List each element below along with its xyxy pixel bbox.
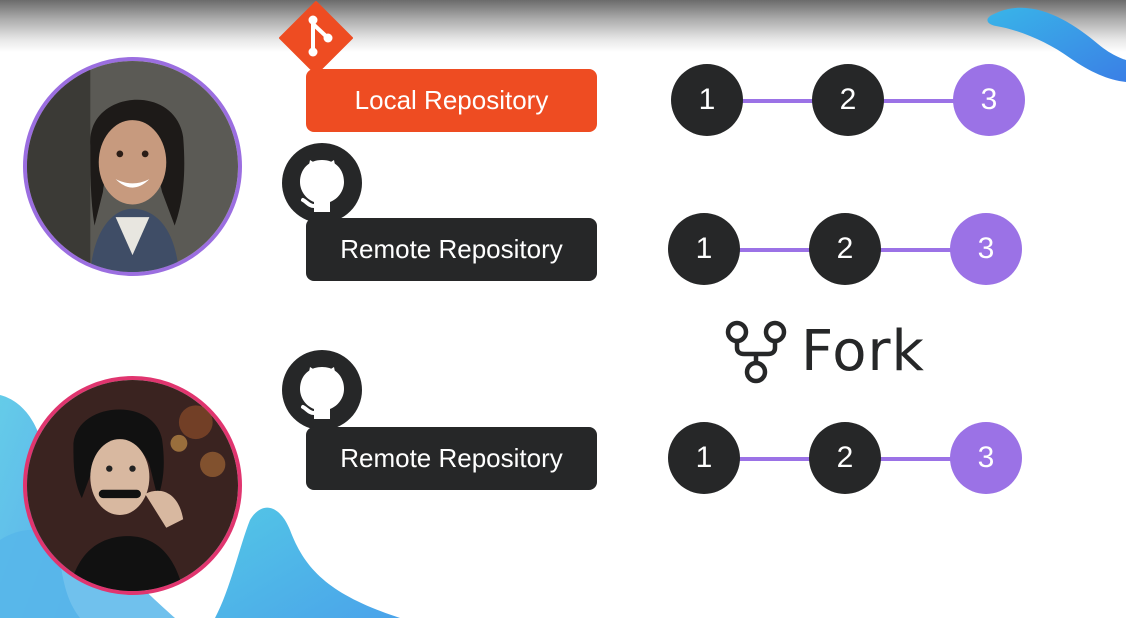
commit-node-latest: 3 xyxy=(950,213,1022,285)
top-gradient-bar xyxy=(0,0,1126,52)
avatar-woman-smiling xyxy=(27,61,238,272)
commit-node: 1 xyxy=(668,422,740,494)
github-octocat-icon xyxy=(282,350,362,430)
github-octocat-icon xyxy=(282,143,362,223)
fork-icon xyxy=(725,320,787,384)
avatar-woman-mustache xyxy=(27,380,238,591)
local-repository-label: Local Repository xyxy=(306,69,597,132)
commit-node: 1 xyxy=(668,213,740,285)
avatar-person-2 xyxy=(23,376,242,595)
commit-node: 2 xyxy=(812,64,884,136)
deco-blob-bottom-middle xyxy=(215,507,400,618)
fork-heading: Fork xyxy=(723,316,925,386)
commit-node: 1 xyxy=(671,64,743,136)
commit-node: 2 xyxy=(809,422,881,494)
commit-node: 2 xyxy=(809,213,881,285)
commit-row-fork: 1 2 3 xyxy=(668,422,1028,496)
fork-label: Fork xyxy=(801,318,925,384)
deco-wave-top-right xyxy=(987,7,1126,83)
commit-row-remote: 1 2 3 xyxy=(668,213,1028,287)
commit-node-latest: 3 xyxy=(950,422,1022,494)
commit-node-latest: 3 xyxy=(953,64,1025,136)
avatar-person-1 xyxy=(23,57,242,276)
forked-remote-repository-label: Remote Repository xyxy=(306,427,597,490)
commit-row-local: 1 2 3 xyxy=(671,64,1031,138)
git-logo-icon xyxy=(279,1,353,74)
remote-repository-label: Remote Repository xyxy=(306,218,597,281)
